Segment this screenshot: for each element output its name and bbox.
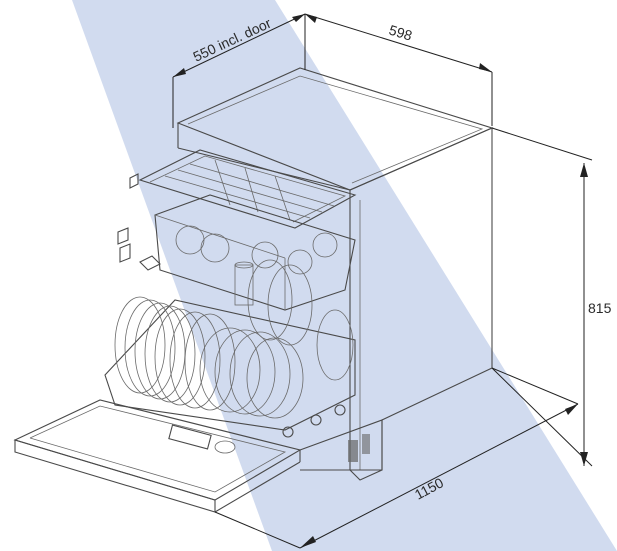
dimension-depth [172,13,306,128]
upper-basket [154,194,356,311]
highlight-band [72,0,617,551]
dimension-open-depth [214,367,579,549]
lower-basket [104,259,356,438]
dimension-height [491,127,593,467]
height-dimension-label: 815 [588,300,612,316]
width-dimension-label: 598 [387,22,414,44]
cutlery-tray [138,149,357,229]
rail-brackets [117,173,161,271]
dimension-width [304,13,493,126]
